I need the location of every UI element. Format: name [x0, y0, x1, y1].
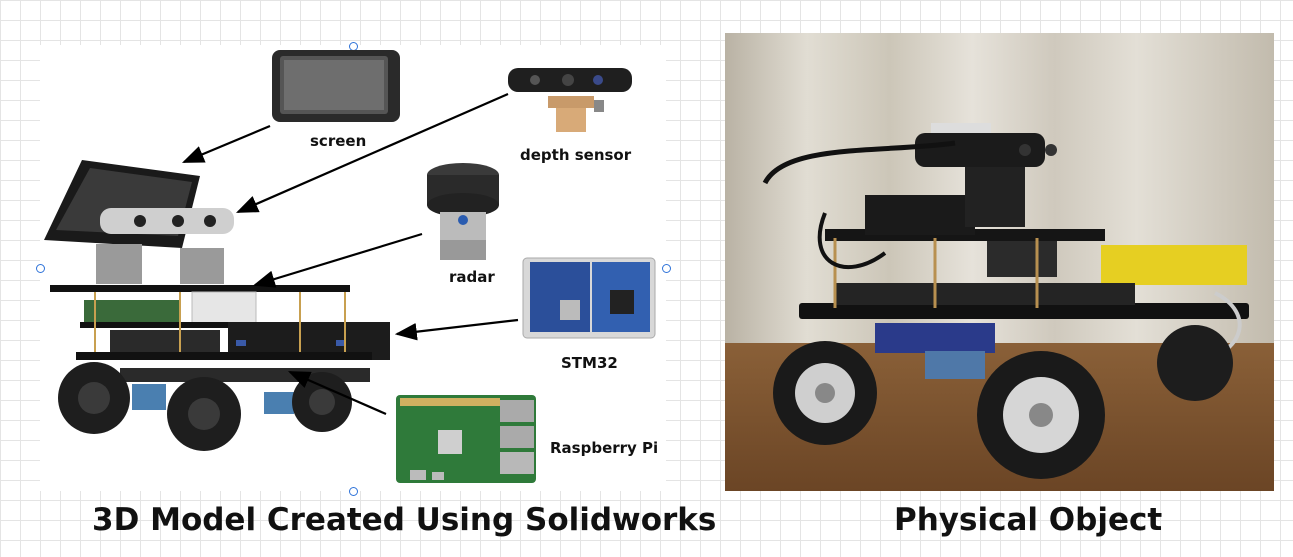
photo-caption: Physical Object — [894, 502, 1163, 538]
arrow-stm32 — [394, 318, 519, 341]
radar-component-image — [427, 163, 499, 260]
arrow-raspberry-pi — [287, 370, 387, 416]
arrow-depth-sensor — [235, 92, 509, 214]
model-caption: 3D Model Created Using Solidworks — [92, 502, 717, 538]
assembled-robot-model — [44, 160, 390, 451]
label-radar: radar — [449, 268, 495, 286]
label-stm32: STM32 — [561, 354, 618, 372]
screen-component-image — [272, 50, 400, 122]
depth-sensor-component-image — [508, 68, 632, 132]
arrow-radar — [252, 232, 423, 288]
stm32-component-image — [522, 257, 656, 339]
selection-handle-right[interactable] — [662, 264, 671, 273]
arrow-screen — [181, 124, 271, 164]
label-screen: screen — [310, 132, 367, 150]
selection-handle-bottom[interactable] — [349, 487, 358, 496]
selection-handle-left[interactable] — [36, 264, 45, 273]
label-depth-sensor: depth sensor — [520, 146, 632, 164]
physical-robot-photo — [725, 33, 1274, 491]
robot-3d-model — [44, 50, 656, 483]
raspberry-pi-component-image — [396, 395, 536, 483]
label-raspberry-pi: Raspberry Pi — [550, 439, 659, 457]
